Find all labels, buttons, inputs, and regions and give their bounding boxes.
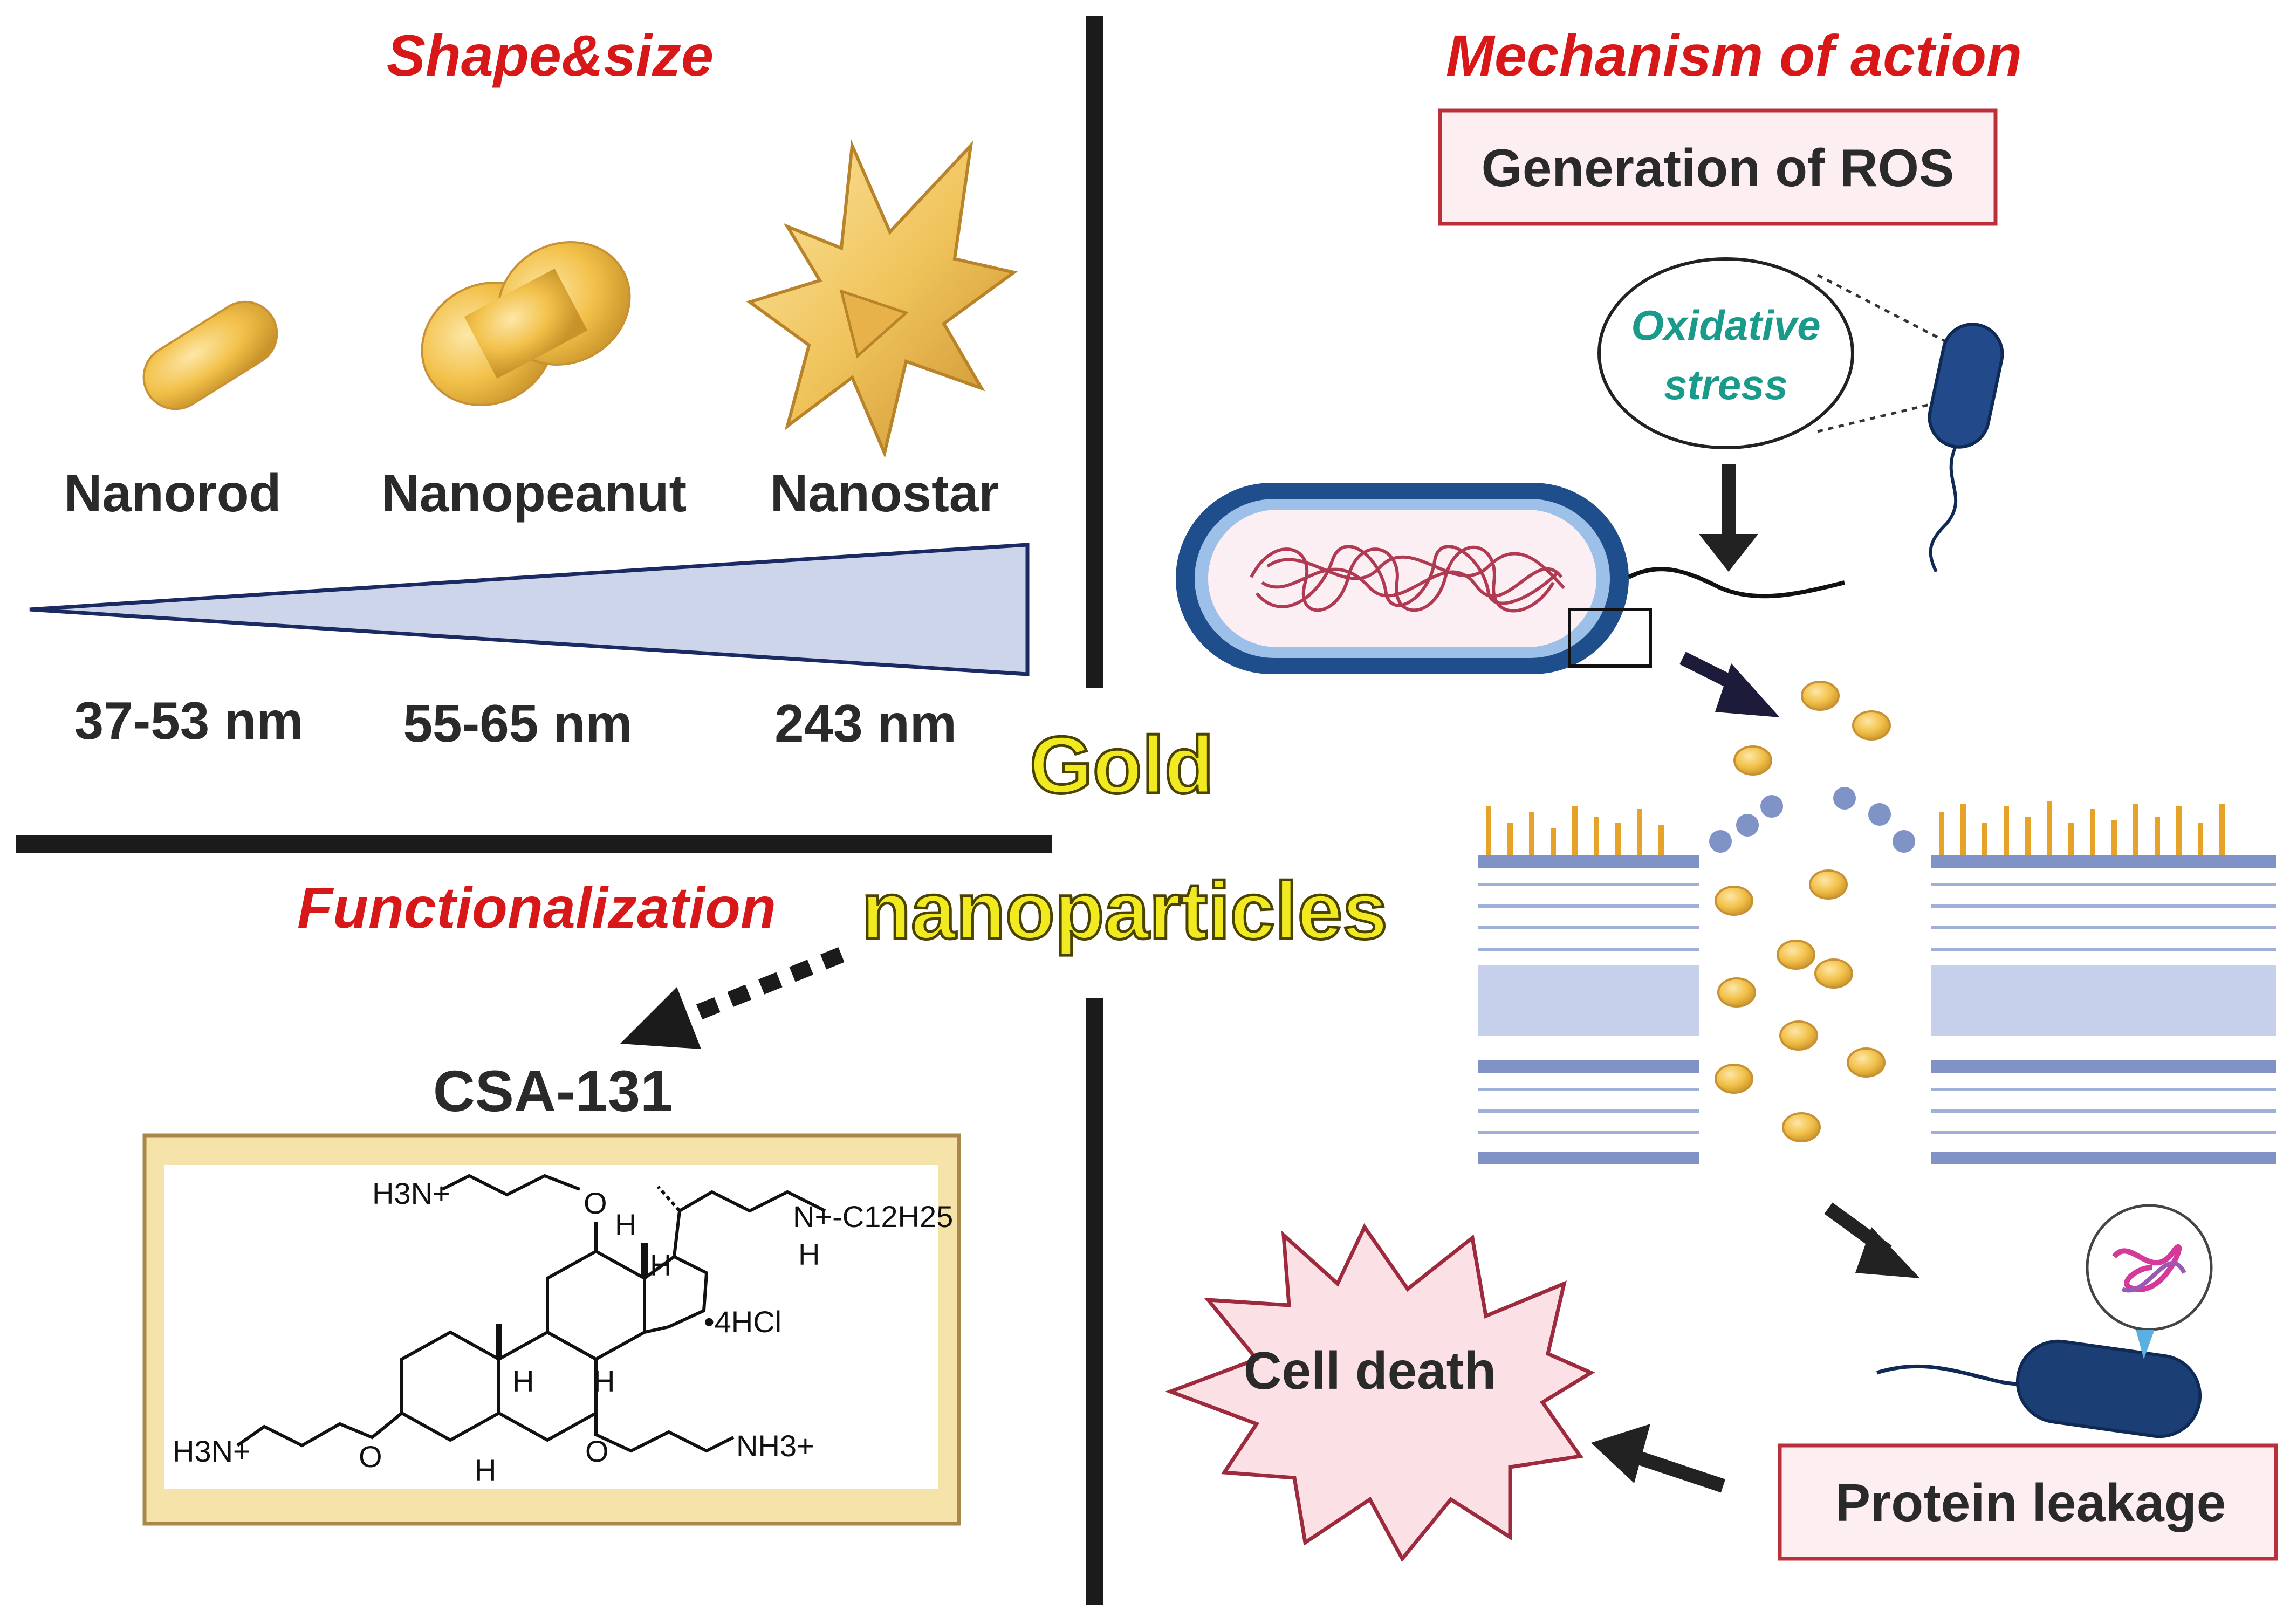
functionalization-title: Functionalization	[297, 875, 776, 940]
shape-label-nanorod: Nanorod	[64, 463, 282, 523]
csa-131-structure	[236, 1174, 826, 1453]
mechanism-panel: Mechanism of action Generation of ROS Ox…	[1165, 23, 2278, 1563]
label-amine-bottom-right: NH3+	[736, 1429, 814, 1463]
nanostar-particle	[746, 139, 1018, 458]
label-h-e: H	[650, 1248, 671, 1282]
label-chain-h: H	[798, 1237, 820, 1271]
center-title: Gold nanoparticles	[860, 718, 1389, 957]
dotted-arrow-head	[620, 987, 701, 1049]
cell-death-burst: Cell death	[1165, 1223, 1595, 1563]
oxidative-stress-line1: Oxidative	[1631, 301, 1820, 349]
small-bacterium-icon	[1928, 323, 2004, 573]
bacterium-icon	[1176, 483, 1845, 674]
cell-death-label: Cell death	[1244, 1341, 1496, 1400]
dividers	[16, 16, 1103, 1605]
functionalization-panel: Functionalization CSA-131	[142, 875, 961, 1526]
label-oxygen-left: O	[359, 1440, 382, 1474]
ros-box-label: Generation of ROS	[1482, 138, 1955, 197]
shape-label-nanostar: Nanostar	[770, 463, 999, 523]
shape-size-panel: Shape&size Nanorod Nanopeanut Nanostar 3…	[29, 23, 1030, 753]
dotted-arrow	[671, 947, 845, 1030]
protein-leakage-box	[1778, 1443, 2278, 1561]
center-title-nanoparticles: nanoparticles	[861, 865, 1387, 956]
gold-nanoparticles-scatter	[1715, 681, 1891, 1142]
label-h-c: H	[593, 1364, 615, 1398]
nanopeanut-particle	[421, 241, 631, 407]
label-amine-top-left: H3N+	[372, 1176, 450, 1210]
size-wedge	[29, 543, 1030, 676]
size-label-nanopeanut: 55-65 nm	[403, 694, 633, 753]
size-label-nanorod: 37-53 nm	[74, 691, 304, 750]
compound-name: CSA-131	[433, 1058, 673, 1123]
membrane-icon	[1478, 787, 2276, 1170]
protein-leakage-label: Protein leakage	[1835, 1473, 2226, 1532]
label-oxygen-top: O	[584, 1186, 607, 1220]
center-title-gold: Gold	[1030, 720, 1214, 810]
ros-box	[1438, 108, 1998, 226]
label-amine-bottom-left: H3N+	[173, 1434, 251, 1468]
label-h-a: H	[615, 1208, 636, 1242]
label-h-d: H	[475, 1453, 496, 1487]
shape-size-title: Shape&size	[387, 23, 714, 88]
shape-label-nanopeanut: Nanopeanut	[381, 463, 687, 523]
label-salt: •4HCl	[704, 1305, 781, 1339]
oxidative-stress-line2: stress	[1664, 361, 1788, 408]
csa-131-labels: H3N+ H3N+ NH3+ N+-C12H25 H •4HCl O O O H…	[173, 1176, 953, 1487]
oxidative-stress-bubble	[1597, 257, 1854, 449]
size-label-nanostar: 243 nm	[774, 694, 957, 753]
leaking-bacterium-icon	[1876, 1204, 2213, 1438]
mechanism-title: Mechanism of action	[1446, 23, 2022, 88]
nanorod-particle	[142, 300, 278, 410]
label-h-b: H	[512, 1364, 534, 1398]
label-oxygen-right: O	[585, 1434, 609, 1468]
label-chain: N+-C12H25	[793, 1200, 953, 1234]
